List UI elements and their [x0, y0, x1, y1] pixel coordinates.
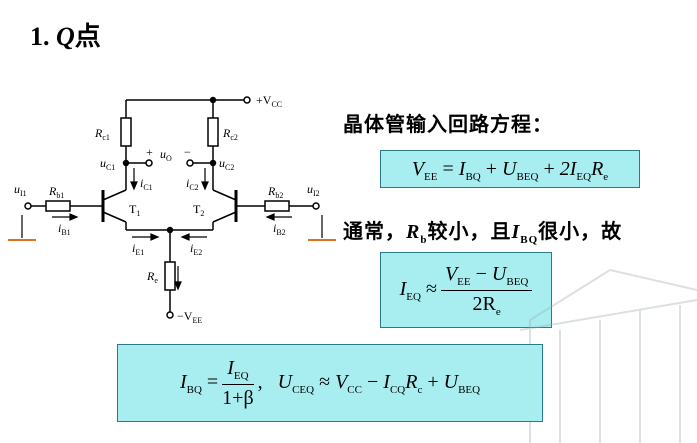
rc2-label: Rc2: [222, 126, 238, 142]
rb2-label: Rb2: [267, 184, 283, 200]
building-watermark: [520, 268, 697, 443]
title-q: Q: [56, 22, 75, 51]
equation-ibq-uceq: IBQ = IEQ 1+β , UCEQ ≈ VCC − ICQRc + UBE…: [117, 344, 543, 422]
rb1-label: Rb1: [48, 184, 64, 200]
vee-label: −VEE: [177, 309, 202, 325]
uo-plus: +: [146, 145, 153, 159]
t2-label: T2: [193, 202, 204, 218]
ui1-label: uI1: [14, 182, 27, 198]
equation-ieq: IEQ ≈ VEE − UBEQ 2Re: [380, 252, 552, 328]
differential-amplifier-circuit: +VCC Rc1 Rc2 uC1 uC2 + uO − iC1 iC2 uI1 …: [8, 93, 336, 325]
equation-vee: VEE = IBQ + UBEQ + 2IEQRe: [380, 150, 640, 188]
re-label: Re: [146, 269, 158, 285]
ib2-label: iB2: [273, 221, 286, 237]
vcc-label: +VCC: [256, 93, 282, 109]
ic2-label: iC2: [186, 176, 199, 192]
title-suffix: 点: [74, 22, 101, 51]
uo-minus: −: [184, 145, 191, 159]
uc2-label: uC2: [219, 156, 234, 172]
approximation-note: 通常，Rb较小，且IBQ很小，故: [343, 221, 623, 246]
uc1-label: uC1: [100, 156, 115, 172]
uo-label: uO: [160, 147, 172, 163]
ie1-label: iE1: [132, 241, 144, 257]
title-number: 1.: [30, 22, 50, 51]
ie2-label: iE2: [190, 241, 202, 257]
ib1-label: iB1: [58, 221, 71, 237]
ui2-label: uI2: [307, 182, 320, 198]
ic1-label: iC1: [140, 176, 153, 192]
t1-label: T1: [129, 202, 140, 218]
section-title: 1. Q点: [30, 16, 101, 53]
input-loop-heading: 晶体管输入回路方程：: [343, 114, 553, 136]
rc1-label: Rc1: [94, 126, 110, 142]
